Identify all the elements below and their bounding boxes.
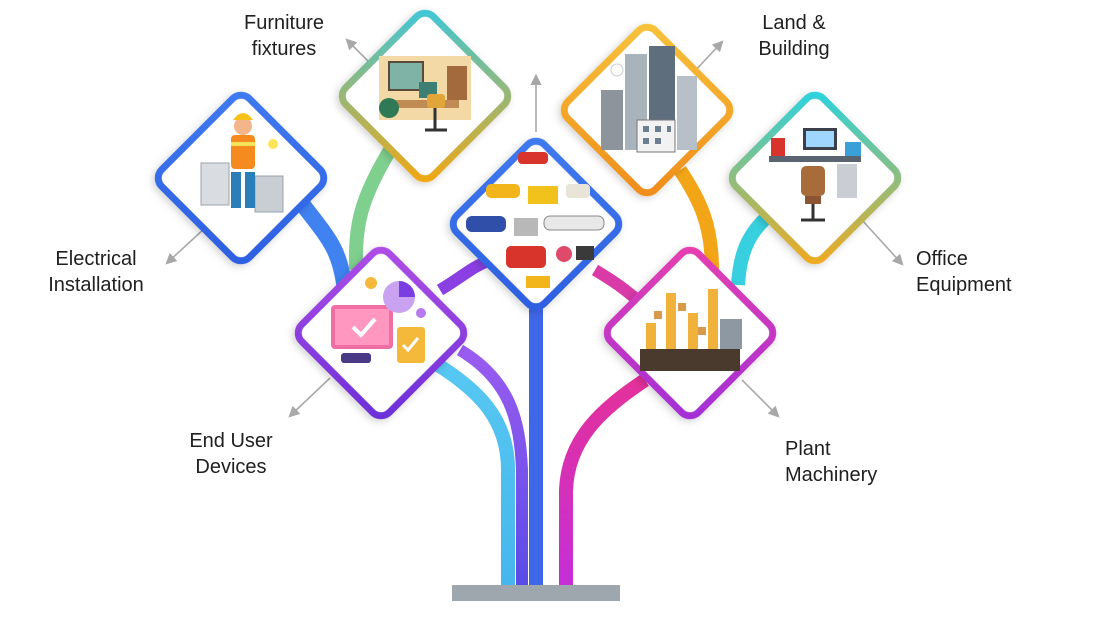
label-plant-line1: Plant: [785, 438, 831, 460]
label-plant: Plant Machinery: [785, 436, 905, 488]
label-enduser: End User Devices: [172, 428, 290, 480]
diamond-office[interactable]: [727, 90, 902, 265]
label-enduser-line2: Devices: [195, 456, 267, 478]
furniture-office-icon: [379, 56, 471, 132]
label-land: Land & Building: [738, 10, 850, 62]
label-furniture: Furniture fixtures: [226, 10, 342, 62]
label-office: Office Equipment: [916, 246, 1036, 298]
label-office-line2: Equipment: [916, 274, 1012, 296]
label-furniture-line1: Furniture: [243, 12, 325, 34]
label-land-line1: Land &: [762, 12, 826, 34]
vehicles-collage-icon: [466, 152, 605, 288]
diamond-furniture[interactable]: [337, 8, 512, 183]
arrow-electrical: [165, 227, 206, 265]
label-plant-line2: Machinery: [785, 464, 878, 486]
label-office-line1: Office: [916, 248, 968, 270]
diamond-plant[interactable]: [602, 245, 777, 420]
label-electrical: Electrical Installation: [38, 246, 154, 298]
label-enduser-line1: End User: [189, 430, 273, 452]
label-electrical-line2: Installation: [48, 274, 144, 296]
office-desk-chair-icon: [769, 128, 861, 222]
label-furniture-line2: fixtures: [251, 38, 317, 60]
diamond-vehicles[interactable]: [448, 136, 623, 311]
label-land-line2: Building: [758, 38, 830, 60]
diamond-enduser[interactable]: [293, 245, 468, 420]
label-electrical-line1: Electrical: [55, 248, 137, 270]
electrician-icon: [200, 113, 284, 213]
laptop-devices-icon: [331, 277, 426, 363]
diamond-land[interactable]: [559, 22, 734, 197]
diamond-electrical[interactable]: [153, 90, 328, 265]
city-buildings-icon: [601, 46, 697, 153]
tree-base: [452, 585, 620, 601]
arrow-enduser: [288, 377, 331, 418]
arrow-plant: [741, 379, 780, 418]
factory-robots-icon: [640, 289, 742, 371]
arrow-office: [861, 219, 904, 266]
